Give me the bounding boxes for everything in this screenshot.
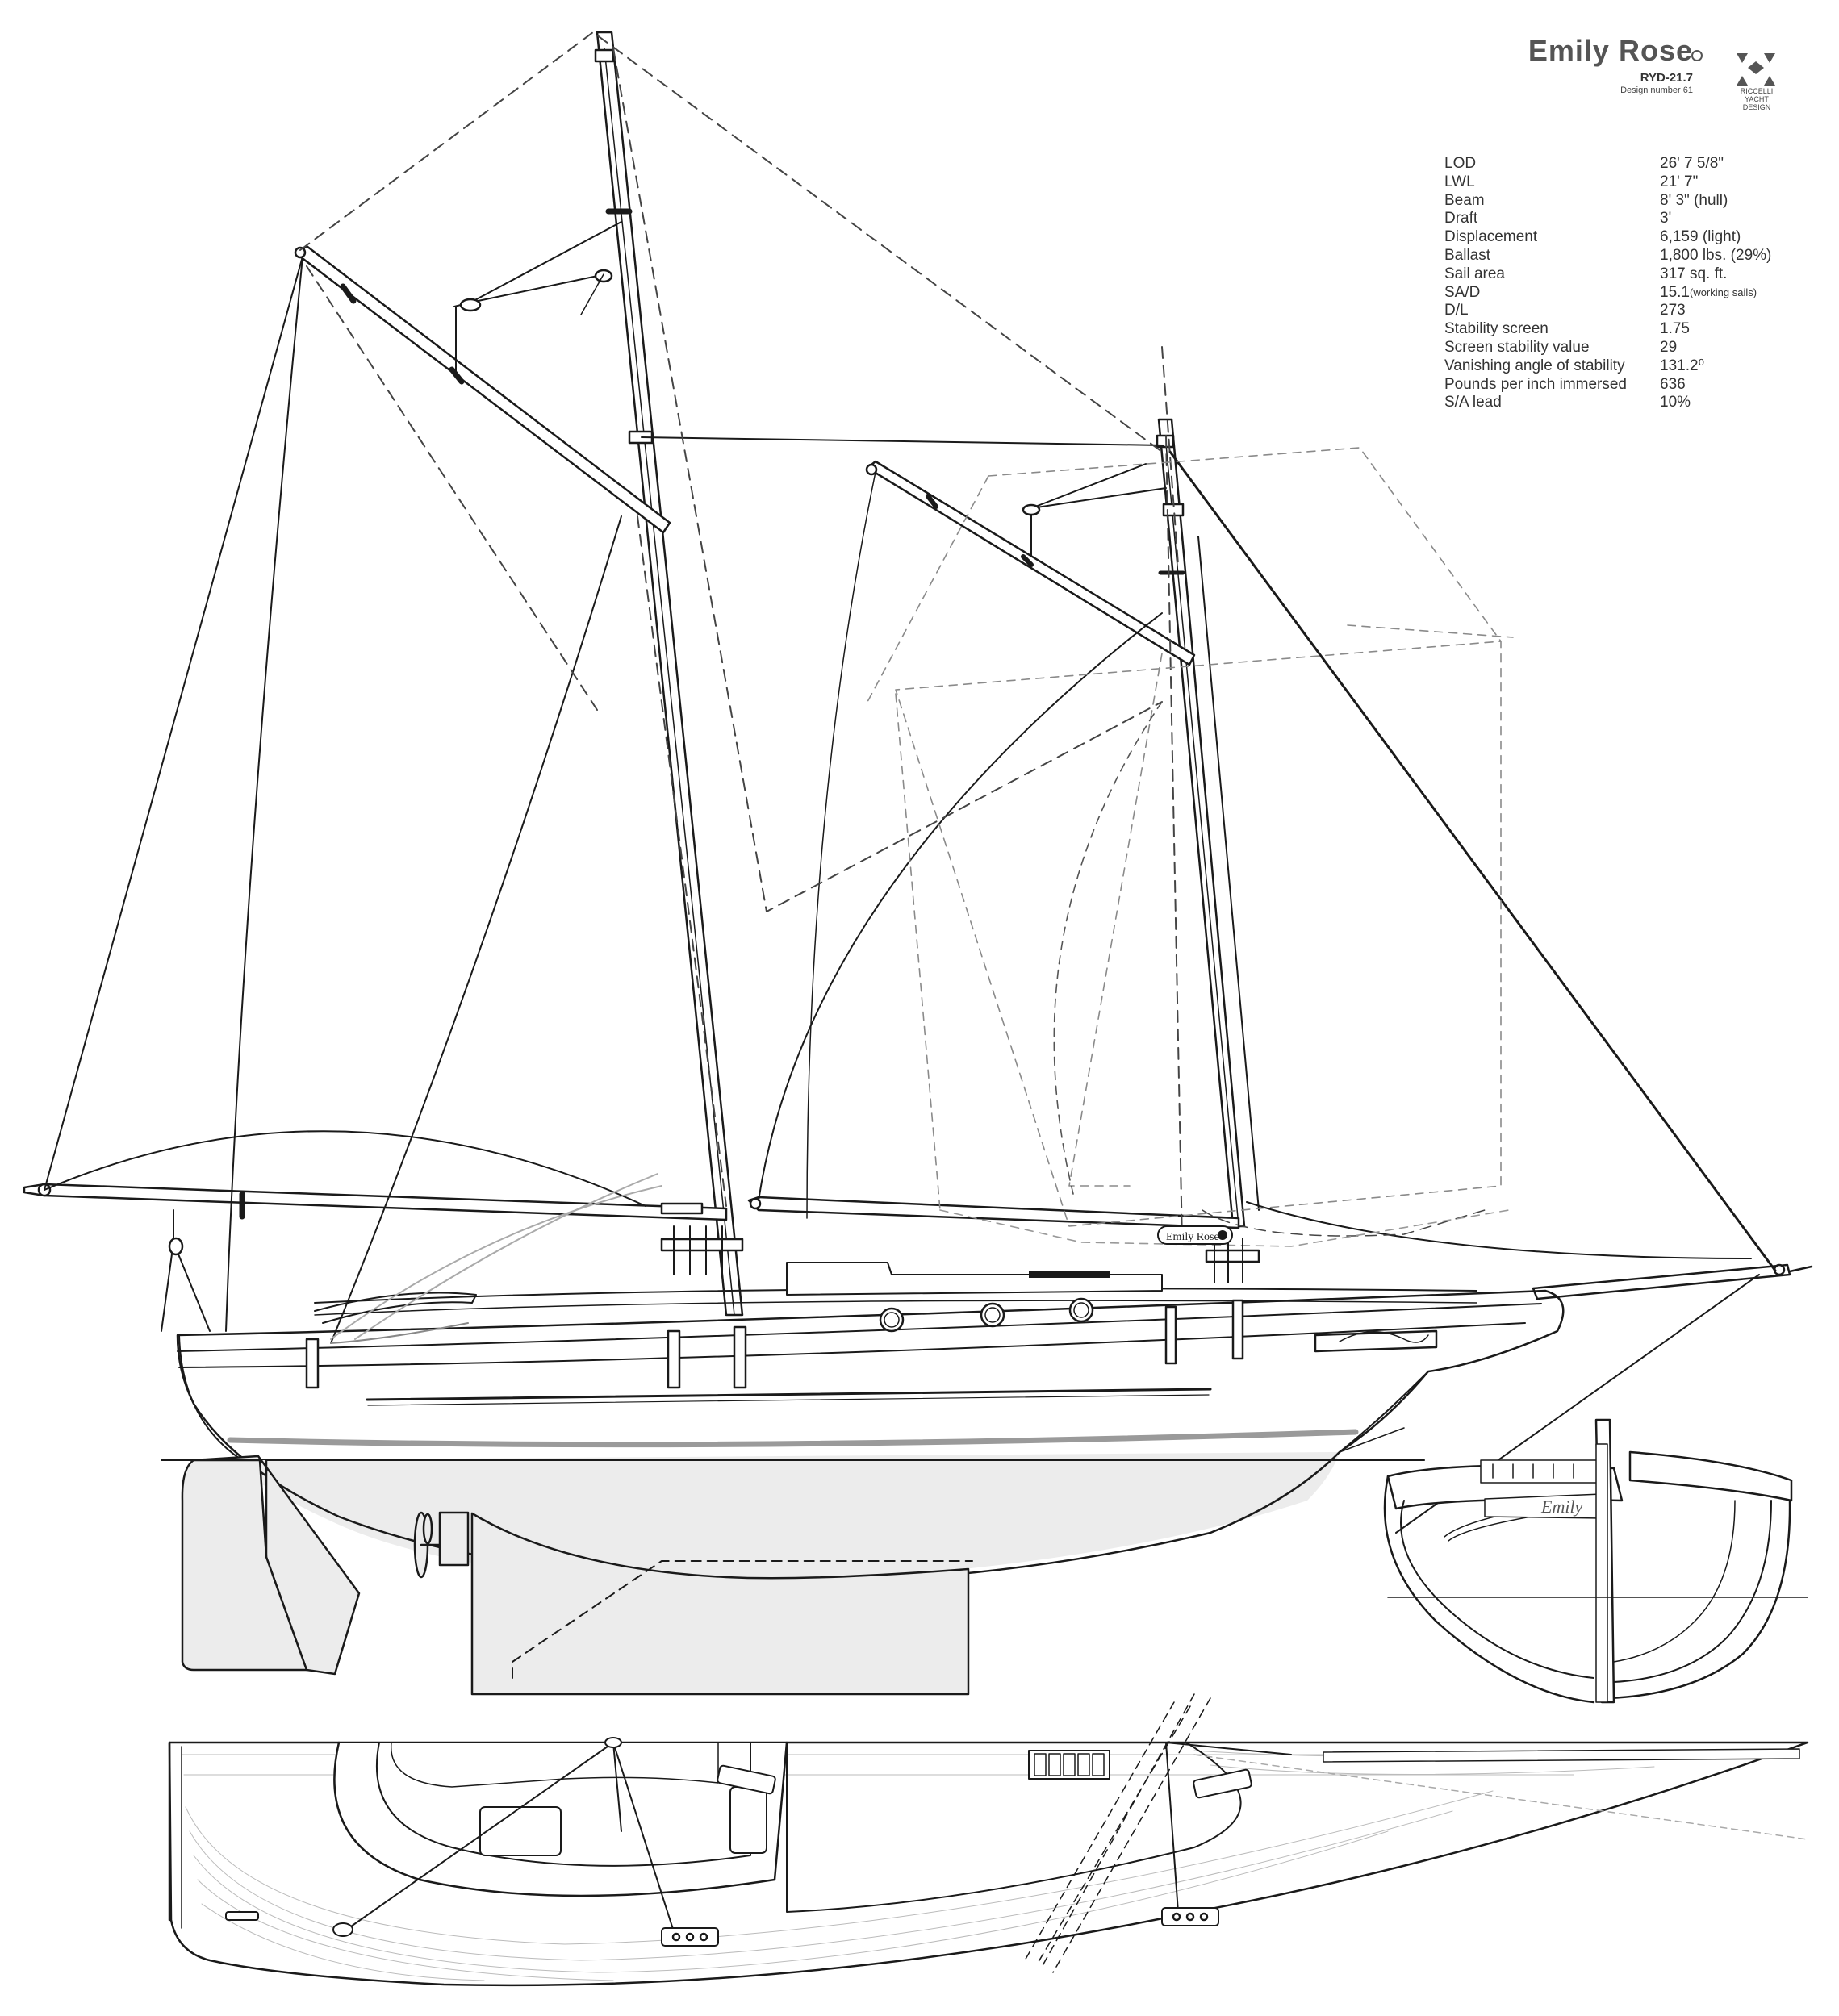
spec-label: LOD bbox=[1444, 155, 1477, 172]
main-topsail-dashed bbox=[299, 31, 1486, 1243]
spec-note: (working sails) bbox=[1689, 286, 1757, 298]
name-dot-icon bbox=[1691, 50, 1703, 61]
spec-value: 21' 7" bbox=[1660, 173, 1699, 190]
spec-label: Screen stability value bbox=[1444, 338, 1590, 356]
spec-value: 29 bbox=[1660, 338, 1678, 356]
spec-row: Draft 3' bbox=[1444, 210, 1771, 228]
svg-text:Emily: Emily bbox=[1540, 1496, 1583, 1517]
transom-view bbox=[1383, 1418, 1808, 1704]
title-block: Emily Rose RYD-21.7 Design number 61 RIC… bbox=[1517, 34, 1783, 123]
spec-value: 26' 7 5/8" bbox=[1660, 155, 1724, 172]
spec-label: S/A lead bbox=[1444, 394, 1502, 411]
design-code: RYD-21.7 bbox=[1640, 71, 1693, 85]
spec-row: Stability screen 1.75 bbox=[1444, 320, 1771, 339]
foremast bbox=[1156, 418, 1260, 1228]
spec-value: 1,800 lbs. (29%) bbox=[1660, 246, 1772, 264]
spec-label: SA/D bbox=[1444, 283, 1481, 301]
fore-gaff bbox=[865, 460, 1196, 666]
spec-value: 636 bbox=[1660, 375, 1686, 393]
spec-row: D/L 273 bbox=[1444, 302, 1771, 320]
spec-label: Draft bbox=[1444, 210, 1478, 227]
spec-label: Displacement bbox=[1444, 228, 1538, 246]
spec-row: Vanishing angle of stability 131.2⁰ bbox=[1444, 357, 1771, 376]
spec-row: Displacement 6,159 (light) bbox=[1444, 228, 1771, 247]
fore-boom bbox=[747, 1196, 1240, 1229]
spec-label: Beam bbox=[1444, 191, 1485, 209]
hull-profile bbox=[176, 1173, 1565, 1584]
spec-label: Sail area bbox=[1444, 265, 1505, 282]
main-mast bbox=[594, 31, 744, 1317]
spec-row: Sail area 317 sq. ft. bbox=[1444, 265, 1771, 284]
spec-label: Pounds per inch immersed bbox=[1444, 375, 1627, 393]
firm-line-2: YACHT bbox=[1745, 95, 1769, 103]
spec-value: 6,159 (light) bbox=[1660, 228, 1741, 246]
spec-row: S/A lead 10% bbox=[1444, 394, 1771, 412]
riccelli-logo-icon bbox=[1737, 53, 1775, 86]
spec-row: Beam 8' 3" (hull) bbox=[1444, 192, 1771, 211]
spec-value: 8' 3" (hull) bbox=[1660, 191, 1728, 209]
deck-plan bbox=[168, 1693, 1809, 1987]
spec-value: 273 bbox=[1660, 302, 1686, 319]
firm-line-3: DESIGN bbox=[1742, 103, 1771, 111]
spec-value: 15.1 bbox=[1660, 283, 1690, 301]
design-number: Design number 61 bbox=[1620, 86, 1693, 95]
spec-label: Stability screen bbox=[1444, 320, 1549, 338]
firm-line-1: RICCELLI bbox=[1740, 87, 1774, 95]
spec-label: Ballast bbox=[1444, 246, 1491, 264]
main-gaff bbox=[294, 221, 671, 534]
spec-row: Screen stability value 29 bbox=[1444, 339, 1771, 357]
spec-value: 10% bbox=[1660, 394, 1691, 411]
spec-row: SA/D 15.1 (working sails) bbox=[1444, 284, 1771, 303]
spec-row: LWL 21' 7" bbox=[1444, 173, 1771, 192]
spec-value: 1.75 bbox=[1660, 320, 1690, 338]
spec-label: D/L bbox=[1444, 302, 1469, 319]
spec-label: LWL bbox=[1444, 173, 1475, 190]
fore-topsail-dashed bbox=[867, 447, 1514, 1247]
main-boom bbox=[23, 1183, 728, 1332]
spec-value: 317 sq. ft. bbox=[1660, 265, 1728, 282]
spec-row: Ballast 1,800 lbs. (29%) bbox=[1444, 247, 1771, 265]
standing-rigging bbox=[44, 256, 1777, 1344]
svg-text:Emily Rose: Emily Rose bbox=[1166, 1231, 1219, 1243]
spec-value: 3' bbox=[1660, 210, 1672, 227]
firm-name: RICCELLI YACHT DESIGN bbox=[1728, 87, 1785, 111]
spec-label: Vanishing angle of stability bbox=[1444, 357, 1625, 374]
spec-row: Pounds per inch immersed 636 bbox=[1444, 376, 1771, 394]
spec-value: 131.2⁰ bbox=[1660, 357, 1705, 374]
quarterboard-lettering: Emily Rose Emily bbox=[1166, 1231, 1583, 1517]
spec-row: LOD 26' 7 5/8" bbox=[1444, 155, 1771, 173]
boat-name: Emily Rose bbox=[1528, 34, 1693, 67]
keel-and-rudder bbox=[181, 1455, 973, 1696]
